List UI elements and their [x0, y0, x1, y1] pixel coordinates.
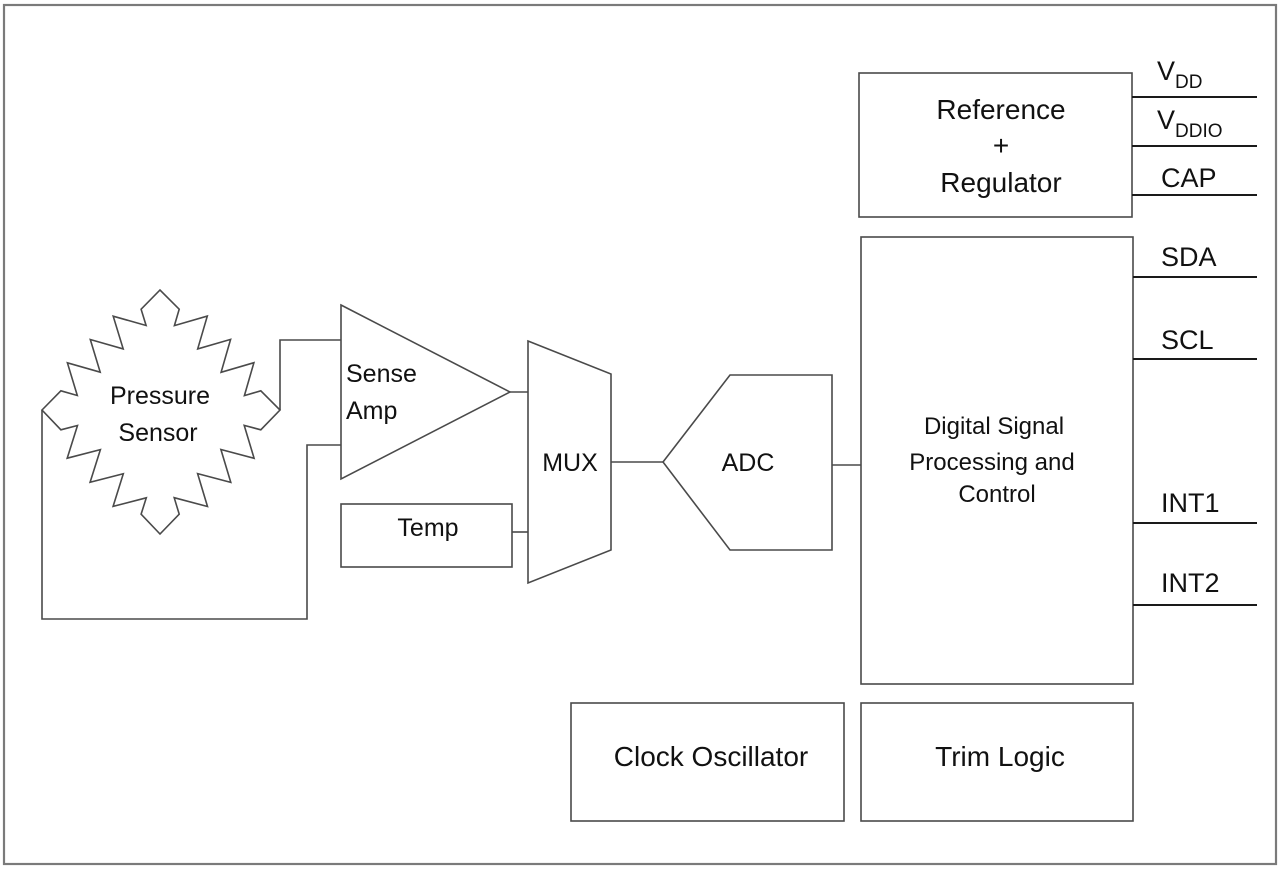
dsp-block: Digital Signal Processing and Control — [860, 236, 1134, 685]
sense-amp: Sense Amp — [340, 303, 512, 481]
pin-vddio-label: VDDIO — [1157, 105, 1223, 142]
pin-int1-label: INT1 — [1161, 488, 1220, 518]
trim-logic-block: Trim Logic — [860, 702, 1134, 822]
adc-label: ADC — [722, 449, 775, 477]
mux-trapezoid-icon — [527, 339, 612, 585]
pin-vdd-label: VDD — [1157, 56, 1202, 93]
wire-sensor-to-amp-positive — [279, 339, 341, 410]
pin-int2-label: INT2 — [1161, 568, 1220, 598]
pin-vdd: VDD — [1132, 56, 1257, 98]
temp-box — [340, 503, 513, 568]
pin-scl-label: SCL — [1161, 325, 1214, 355]
reference-regulator-label-line3: Regulator — [940, 167, 1061, 198]
clock-oscillator-block: Clock Oscillator — [570, 702, 845, 822]
sense-amp-label-line2: Amp — [346, 397, 397, 425]
mux-block: MUX — [527, 339, 612, 585]
dsp-box — [860, 236, 1134, 685]
trim-logic-label: Trim Logic — [935, 741, 1065, 772]
pin-cap-label: CAP — [1161, 163, 1217, 193]
wire-sensor-to-amp-negative — [41, 410, 341, 620]
pin-vdd-main: V — [1157, 56, 1175, 86]
amplifier-triangle-icon — [340, 303, 512, 481]
pin-sda-label: SDA — [1161, 242, 1217, 272]
pin-int1: INT1 — [1133, 488, 1257, 524]
reference-regulator-label-line1: Reference — [936, 94, 1065, 125]
trim-logic-box — [860, 702, 1134, 822]
sense-amp-label-line1: Sense — [346, 360, 417, 388]
pin-vddio-main: V — [1157, 105, 1175, 135]
reference-regulator-label-line2: + — [993, 130, 1009, 161]
dsp-label-line2: Processing and — [909, 449, 1074, 476]
pin-vddio: VDDIO — [1132, 105, 1257, 147]
pin-scl: SCL — [1133, 325, 1257, 360]
pin-int2: INT2 — [1133, 568, 1257, 606]
reference-regulator-block: Reference + Regulator — [858, 72, 1133, 218]
adc-block: ADC — [661, 374, 833, 551]
clock-oscillator-box — [570, 702, 845, 822]
pressure-sensor: Pressure Sensor — [40, 288, 282, 536]
dsp-label-line3: Control — [958, 481, 1035, 508]
clock-oscillator-label: Clock Oscillator — [614, 741, 808, 772]
mux-label: MUX — [542, 449, 598, 477]
pin-cap: CAP — [1132, 163, 1257, 196]
pressure-sensor-label-line1: Pressure — [110, 382, 210, 410]
pressure-sensor-label-line2: Sensor — [118, 419, 197, 447]
pin-vdd-subscript: DD — [1175, 72, 1202, 93]
pin-vddio-subscript: DDIO — [1175, 121, 1223, 142]
pin-sda: SDA — [1133, 242, 1257, 278]
dsp-label-line1: Digital Signal — [924, 413, 1064, 440]
temp-label: Temp — [397, 514, 458, 542]
adc-shape-icon — [661, 374, 833, 551]
temp-block: Temp — [340, 503, 513, 568]
reference-regulator-box — [858, 72, 1133, 218]
